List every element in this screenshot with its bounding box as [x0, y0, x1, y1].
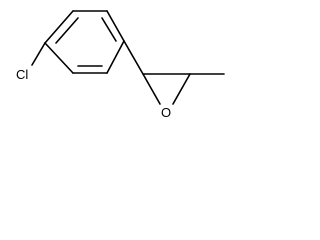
chlorine-bond: [31, 42, 46, 66]
ring-bond: [106, 40, 125, 74]
ring-inner-double-bond: [55, 17, 79, 44]
ring-bond: [44, 10, 74, 44]
chlorine-label: Cl: [16, 67, 28, 82]
epoxide-carbon-oxygen-bond: [142, 73, 161, 105]
benzene-ring: [44, 10, 125, 74]
epoxide-carbon-oxygen-bond: [172, 73, 191, 105]
structure-diagram: Cl O: [16, 10, 225, 120]
ring-bond: [106, 10, 125, 42]
oxygen-label: O: [161, 105, 171, 120]
ring-to-epoxide-bond: [123, 40, 144, 75]
ring-bond: [44, 42, 74, 74]
epoxide-ring: [142, 73, 191, 105]
ring-inner-double-bond: [101, 17, 117, 42]
